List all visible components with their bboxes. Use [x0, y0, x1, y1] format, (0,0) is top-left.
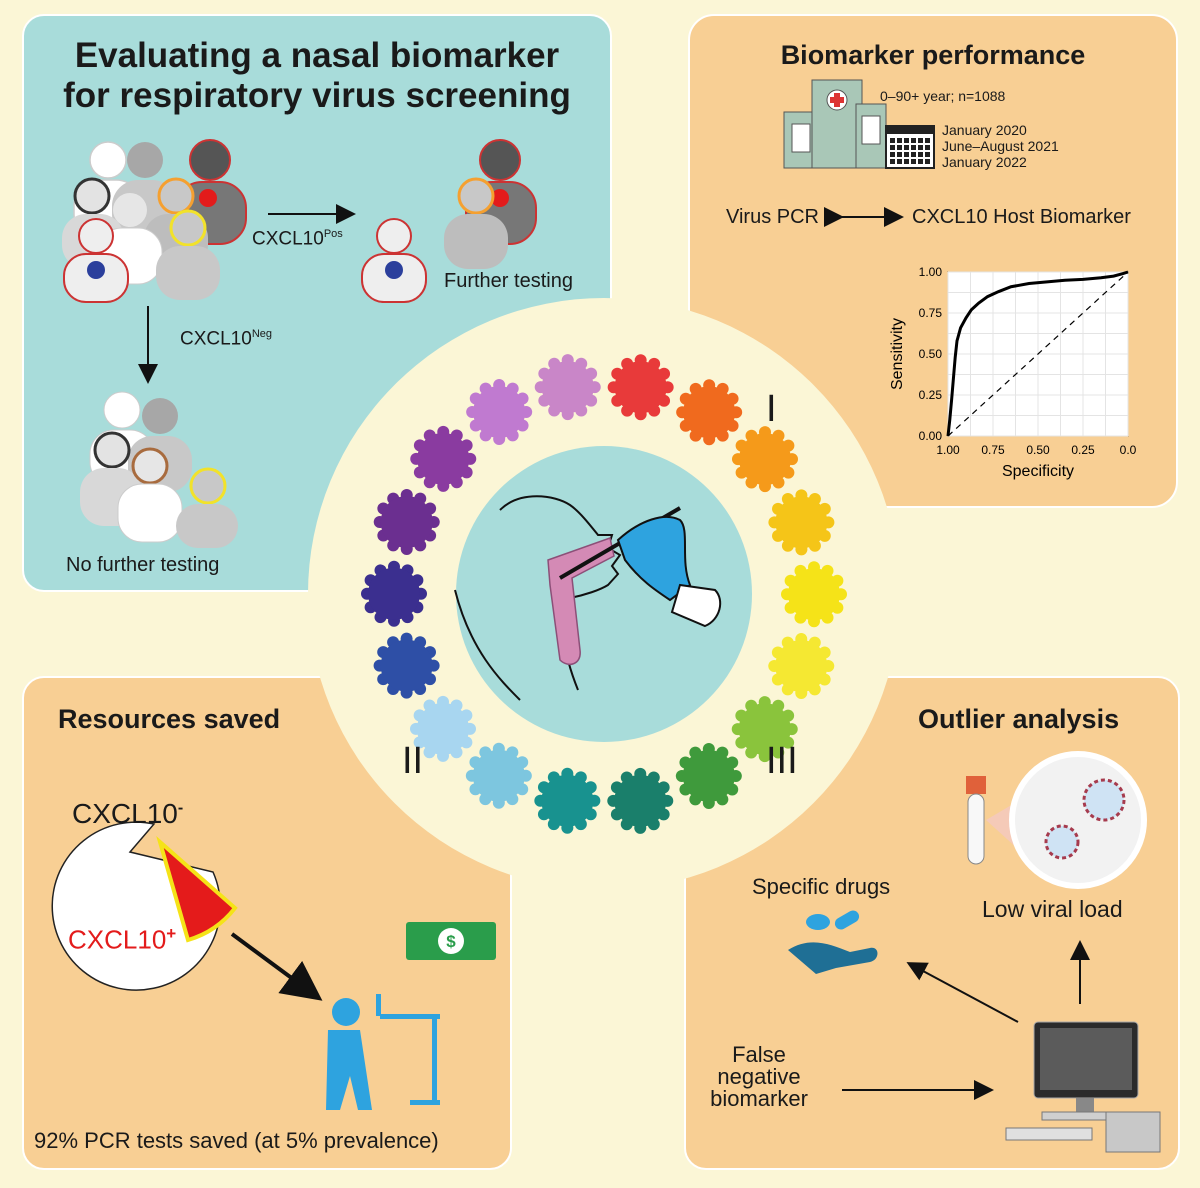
drugs-arrow: [906, 962, 1019, 1023]
person-icon: [156, 209, 220, 300]
virus-icon: [676, 379, 743, 446]
y-tick-label: 0.25: [919, 388, 943, 402]
calendar-icon: [885, 125, 935, 169]
virus-ring: [361, 354, 847, 834]
virus-particle-icon: [1044, 824, 1080, 860]
person-icon: [117, 447, 183, 543]
cxcl10-neg-pie-label: CXCL10-: [72, 798, 184, 829]
false-negative-line3: biomarker: [710, 1086, 808, 1111]
false-negative-line2: negative: [717, 1064, 801, 1089]
cxcl10-pos-label: CXCL10Pos: [252, 228, 343, 250]
y-tick-label: 1.00: [919, 265, 943, 279]
virus-icon: [373, 488, 440, 555]
test-tube-icon: [966, 776, 986, 865]
screening-title-line1: Evaluating a nasal biomarker: [74, 36, 560, 75]
magnifier-icon: [986, 751, 1147, 889]
virus-icon: [768, 489, 835, 556]
nasal-passage-icon: [547, 537, 615, 666]
virus-icon: [466, 379, 533, 446]
dollar-sign: $: [446, 932, 456, 951]
chance-line: [947, 271, 1129, 437]
person-icon: [444, 177, 508, 269]
virus-icon: [731, 426, 798, 493]
x-tick-label: 1.00: [936, 443, 960, 457]
y-axis-label: Sensitivity: [889, 318, 906, 390]
cohort-label: 0–90+ year; n=1088: [880, 88, 1006, 104]
numeral-3: III: [766, 740, 798, 782]
virus-icon: [534, 354, 601, 421]
virus-icon: [410, 425, 477, 492]
numeral-2: II: [402, 740, 424, 782]
period-1-label: January 2020: [942, 122, 1027, 138]
specific-drugs-label: Specific drugs: [752, 874, 891, 899]
sleeve-cuff-icon: [670, 583, 722, 628]
virus-icon: [675, 742, 742, 809]
virus-icon: [361, 560, 428, 627]
virus-icon: [465, 742, 532, 809]
period-3-label: January 2022: [942, 154, 1027, 170]
pie-chart: [51, 821, 238, 991]
x-tick-label: 0.50: [1026, 443, 1050, 457]
lab-worker-icon: [326, 994, 440, 1110]
virus-icon: [410, 695, 477, 762]
further-testing-label: Further testing: [444, 270, 573, 292]
x-axis-label: Specificity: [1002, 463, 1074, 480]
resources-title: Resources saved: [58, 704, 281, 734]
pie-slice-positive: [156, 835, 238, 943]
y-tick-label: 0.75: [919, 306, 943, 320]
screening-title-line2: for respiratory virus screening: [63, 76, 571, 115]
performance-title: Biomarker performance: [780, 40, 1086, 70]
computer-icon: [1005, 1021, 1161, 1153]
virus-icon: [373, 632, 440, 699]
virus-icon: [780, 561, 847, 628]
gloved-hand-icon: [616, 515, 692, 602]
period-2-label: June–August 2021: [942, 138, 1059, 154]
false-negative-label: False negative biomarker: [700, 1044, 818, 1110]
person-icon: [176, 467, 238, 548]
y-tick-label: 0.50: [919, 347, 943, 361]
virus-icon: [607, 354, 674, 421]
false-negative-line1: False: [732, 1042, 786, 1067]
virus-icon: [731, 696, 798, 763]
person-infected-icon: [175, 139, 247, 245]
host-biomarker-label: CXCL10 Host Biomarker: [912, 206, 1131, 228]
savings-arrow: [230, 932, 323, 1001]
numeral-1: I: [766, 388, 777, 430]
neck-line: [454, 589, 521, 701]
virus-particle-icon: [1082, 778, 1126, 822]
crowd-group: [62, 139, 247, 303]
no-further-testing-label: No further testing: [66, 554, 220, 576]
neg-group: [80, 391, 238, 548]
y-tick-label: 0.00: [919, 429, 943, 443]
cxcl10-neg-label: CXCL10Neg: [180, 328, 273, 350]
screening-title: Evaluating a nasal biomarker for respira…: [24, 36, 610, 116]
tests-saved-summary: 92% PCR tests saved (at 5% prevalence): [34, 1128, 439, 1153]
low-viral-load-label: Low viral load: [982, 896, 1123, 922]
hospital-icon: [783, 79, 887, 169]
roc-curve: [946, 270, 1129, 437]
pos-group: [361, 139, 537, 303]
virus-pcr-label: Virus PCR: [726, 206, 819, 228]
cxcl10-pos-pie-label: CXCL10+: [68, 924, 177, 955]
person-infected-icon: [361, 218, 427, 303]
drugs-hand-icon: [788, 910, 878, 974]
money-bill-icon: $: [406, 922, 496, 960]
virus-icon: [607, 767, 674, 834]
x-tick-label: 0.0: [1120, 443, 1137, 457]
x-tick-label: 0.25: [1071, 443, 1095, 457]
x-tick-label: 0.75: [981, 443, 1005, 457]
outlier-title: Outlier analysis: [918, 704, 1120, 734]
person-infected-icon: [63, 218, 129, 303]
virus-icon: [768, 633, 835, 700]
virus-icon: [534, 767, 601, 834]
